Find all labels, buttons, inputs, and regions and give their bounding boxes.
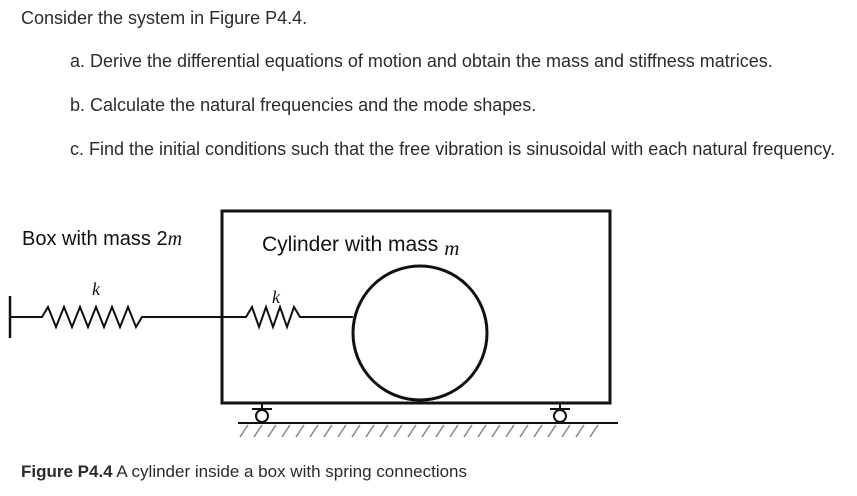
cylinder-mass-label: Cylinder with mass m xyxy=(262,233,459,260)
figure-caption-label: Figure P4.4 xyxy=(21,462,113,481)
box-outline xyxy=(220,209,612,405)
spring-left-label: k xyxy=(92,279,101,299)
cylinder-mass-symbol: m xyxy=(444,236,459,260)
figure-caption: Figure P4.4 A cylinder inside a box with… xyxy=(21,461,467,483)
spring-left xyxy=(10,304,222,330)
spring-inner-label: k xyxy=(272,287,281,307)
problem-parts-list: a. Derive the differential equations of … xyxy=(70,50,850,182)
box-mass-symbol: m xyxy=(168,228,182,250)
wheel-right xyxy=(550,403,570,423)
problem-part-b: b. Calculate the natural frequencies and… xyxy=(70,95,537,115)
cylinder-label-text: Cylinder with mass xyxy=(262,233,438,256)
cylinder xyxy=(351,264,489,402)
figure-caption-text: A cylinder inside a box with spring conn… xyxy=(112,462,468,481)
problem-part-c: c. Find the initial conditions such that… xyxy=(70,139,836,159)
problem-part-a: a. Derive the differential equations of … xyxy=(70,51,773,71)
wheel-left xyxy=(252,403,272,423)
problem-intro: Consider the system in Figure P4.4. xyxy=(21,8,308,28)
box-mass-label: Box with mass 2m xyxy=(22,228,182,250)
box-label-text: Box with mass 2 xyxy=(22,228,168,250)
spring-inner xyxy=(222,303,353,331)
ground-hatch xyxy=(239,424,599,438)
